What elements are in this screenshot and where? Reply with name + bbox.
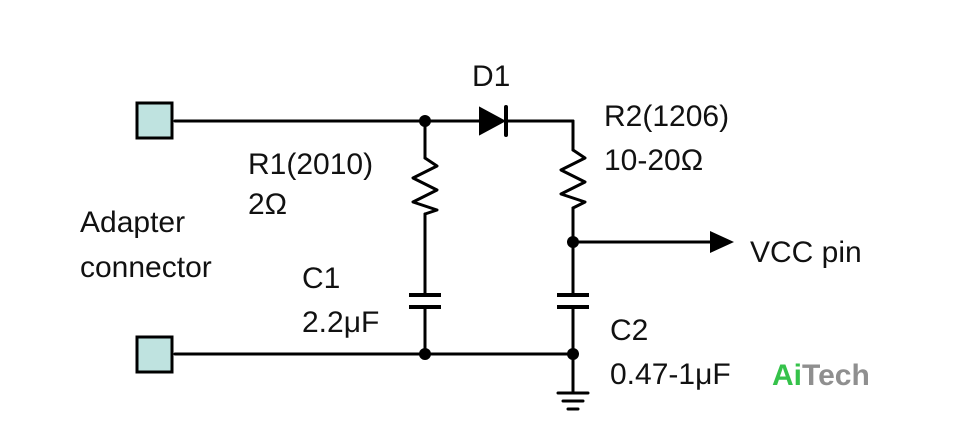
junction-dot-vcc [567,236,579,248]
watermark-part-tech: Tech [802,359,870,392]
junction-dot-c1-bottom [419,348,431,360]
d1-label: D1 [472,60,510,93]
junction-dot-top [419,115,431,127]
resistor-r2 [559,148,587,295]
adapter-label-line1: Adapter [80,206,185,239]
c1-value-label: 2.2μF [302,306,379,339]
ground-symbol [556,391,590,411]
capacitor-c2 [557,293,589,394]
r2-name-label: R2(1206) [604,100,729,133]
watermark-part-ai: Ai [772,359,802,392]
resistor-r1 [411,119,439,295]
capacitor-c1 [409,293,441,357]
adapter-terminal-bottom [135,335,174,374]
c1-name-label: C1 [302,262,340,295]
adapter-terminal-top [135,101,174,140]
top-wire [173,119,575,152]
r2-value-label: 10-20Ω [604,144,703,177]
vcc-arrow [571,231,734,253]
aitech-watermark-logo: AiTech [772,359,870,392]
junction-dot-c2-bottom [567,348,579,360]
adapter-label-line2: connector [80,251,212,284]
r1-name-label: R1(2010) [248,148,373,181]
vcc-pin-label: VCC pin [750,236,862,269]
r1-value-label: 2Ω [248,188,287,221]
c2-value-label: 0.47-1μF [610,358,731,391]
diode-d1 [479,105,508,137]
c2-name-label: C2 [610,314,648,347]
